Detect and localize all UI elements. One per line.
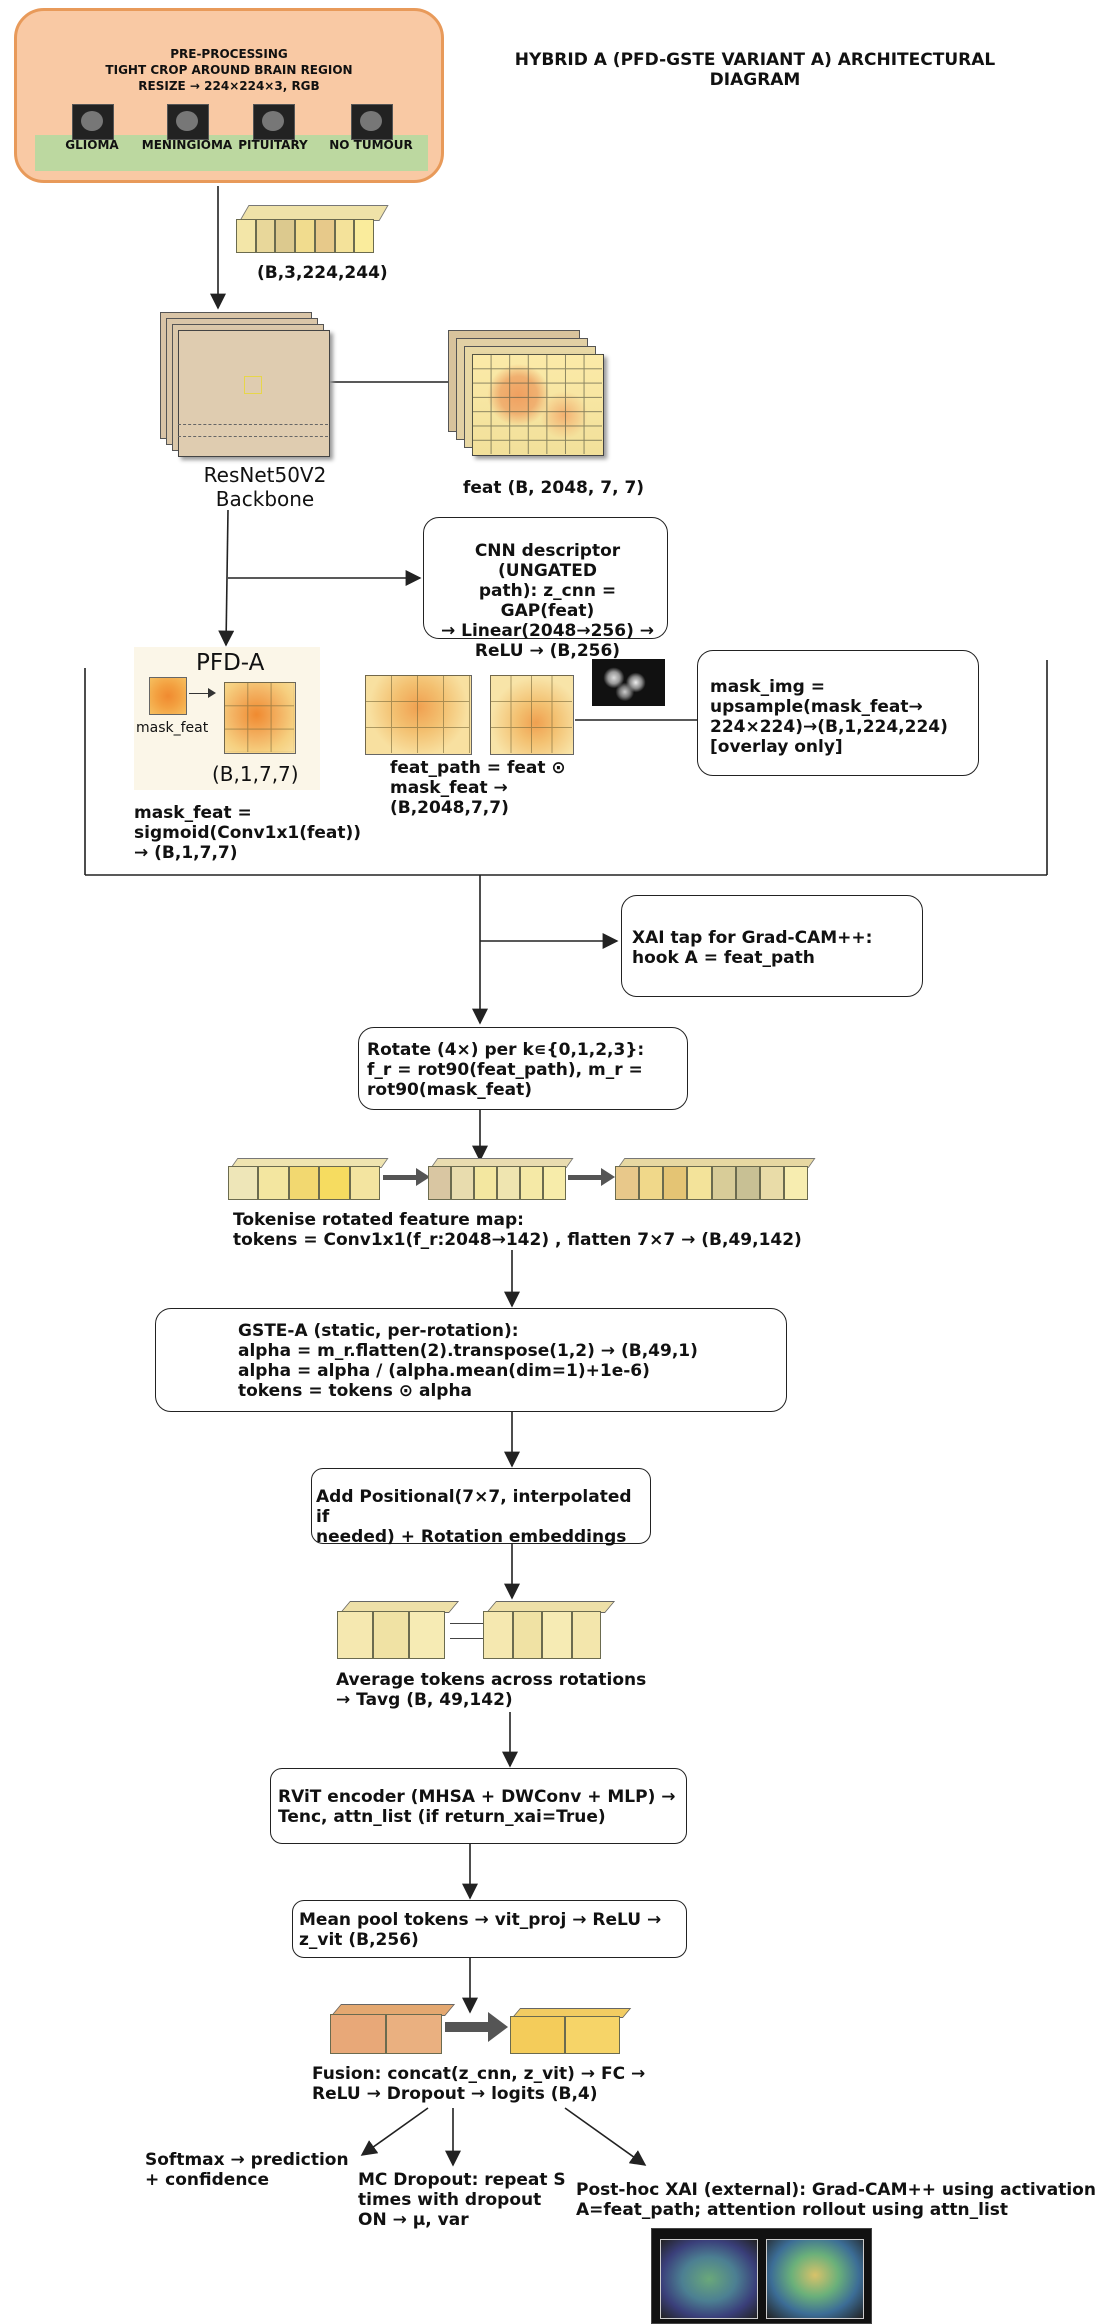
fusion-arrow-head: [488, 2012, 508, 2042]
tokenise-label: Tokenise rotated feature map: tokens = C…: [233, 1210, 802, 1250]
token-block-3: [615, 1158, 816, 1202]
token-block-1: [228, 1158, 389, 1202]
pfd-title: PFD-A: [196, 650, 265, 676]
pfd-mask-label: mask_feat: [136, 720, 209, 736]
mri-thumb-glioma: [72, 104, 114, 140]
average-label: Average tokens across rotations → Tavg (…: [336, 1670, 647, 1710]
fusion-block-1: [330, 2004, 456, 2056]
class-label-meningioma: MENINGIOMA: [141, 138, 233, 152]
line-backbone-down: [218, 509, 235, 647]
meanpool-box: Mean pool tokens → vit_proj → ReLU → z_v…: [292, 1900, 687, 1958]
backbone-stack: [160, 312, 330, 462]
cnn-descriptor-box: CNN descriptor (UNGATED path): z_cnn = G…: [423, 517, 668, 661]
softmax-label: Softmax → prediction + confidence: [145, 2150, 349, 2190]
token-arrow-1-head: [416, 1168, 430, 1186]
mask-img-thumb: [592, 659, 665, 706]
feat-path-formula: feat_path = feat ⊙ mask_feat → (B,2048,7…: [390, 758, 566, 818]
mc-dropout-label: MC Dropout: repeat S times with dropout …: [358, 2170, 566, 2230]
gradcam-image: [660, 2239, 758, 2319]
fusion-label: Fusion: concat(z_cnn, z_vit) → FC → ReLU…: [312, 2064, 646, 2104]
xai-tap-box: XAI tap for Grad-CAM++: hook A = feat_pa…: [621, 895, 923, 997]
pfd-arrow: [189, 693, 211, 694]
pfd-shape: (B,1,7,7): [212, 762, 299, 786]
class-label-pituitary: PITUITARY: [238, 138, 308, 152]
feat-map-stack: [448, 330, 608, 470]
preprocessing-resize: RESIZE → 224×224×3, RGB: [138, 79, 320, 93]
preprocessing-title: PRE-PROCESSING: [170, 47, 288, 61]
token-arrow-2: [568, 1175, 603, 1180]
backbone-label: ResNet50V2 Backbone: [203, 463, 327, 511]
class-band: [35, 135, 428, 171]
rvit-box: RViT encoder (MHSA + DWConv + MLP) → Ten…: [270, 1768, 687, 1844]
fusion-block-2: [510, 2008, 632, 2056]
mask-feat-formula: mask_feat = sigmoid(Conv1x1(feat)) → (B,…: [134, 803, 362, 863]
fusion-arrow: [445, 2022, 490, 2032]
pfd-panel: PFD-A mask_feat (B,1,7,7): [134, 647, 320, 790]
diagram-title: HYBRID A (PFD-GSTE VARIANT A) ARCHITECTU…: [514, 50, 996, 90]
rotate-box: Rotate (4×) per k∊{0,1,2,3}: f_r = rot90…: [358, 1027, 688, 1110]
feat-shape-label: feat (B, 2048, 7, 7): [463, 478, 645, 498]
class-label-no-tumour: NO TUMOUR: [329, 138, 413, 152]
class-label-glioma: GLIOMA: [65, 138, 119, 152]
token-arrow-1: [383, 1175, 418, 1180]
preprocessing-crop: TIGHT CROP AROUND BRAIN REGION: [105, 63, 353, 77]
positional-box: Add Positional(7×7, interpolated if need…: [311, 1468, 651, 1547]
token-block-2: [428, 1158, 574, 1202]
preprocessing-box: PRE-PROCESSING TIGHT CROP AROUND BRAIN R…: [14, 8, 444, 183]
mri-thumb-no-tumour: [351, 104, 393, 140]
input-tensor-block: [236, 205, 389, 255]
avg-block-1: [337, 1601, 460, 1661]
posthoc-label: Post-hoc XAI (external): Grad-CAM++ usin…: [576, 2180, 1096, 2220]
xai-output-panel: [651, 2228, 872, 2324]
arrow-fusion-to-posthoc: [564, 2107, 647, 2166]
mri-thumb-meningioma: [167, 104, 209, 140]
token-arrow-2-head: [601, 1168, 615, 1186]
gste-box: GSTE-A (static, per-rotation): alpha = m…: [155, 1308, 787, 1412]
input-shape-label: (B,3,224,244): [257, 263, 388, 283]
avg-connector: [450, 1623, 485, 1639]
avg-block-2: [483, 1601, 616, 1661]
mri-thumb-pituitary: [253, 104, 295, 140]
attention-rollout-image: [766, 2239, 864, 2319]
mask-img-box: mask_img = upsample(mask_feat→ 224×224)→…: [697, 650, 979, 776]
mask-feat-icon: [149, 677, 187, 715]
arrow-fusion-to-softmax: [360, 2107, 429, 2156]
